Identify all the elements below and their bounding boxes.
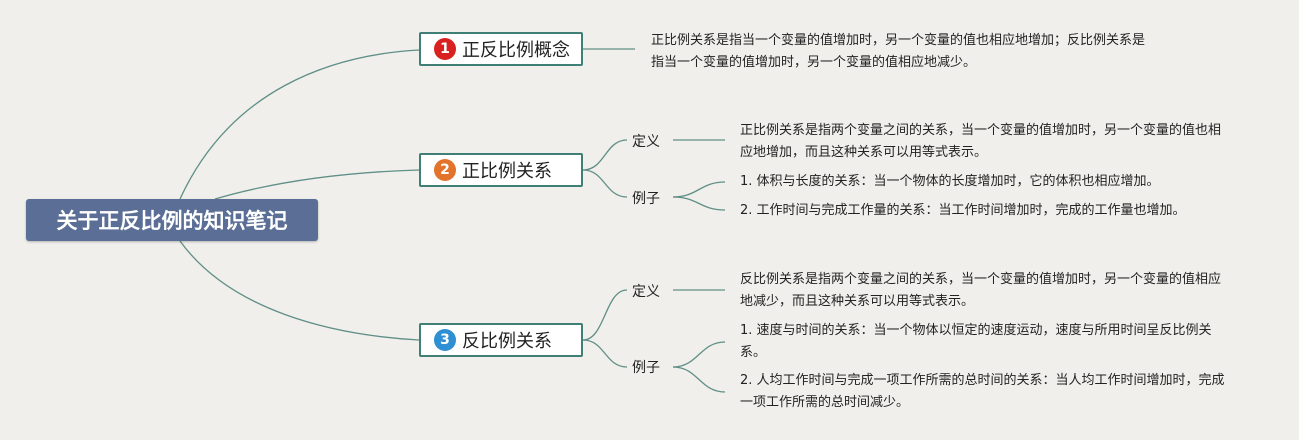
number-1-badge-icon: 1 bbox=[434, 38, 456, 60]
inverse-definition-text[interactable]: 反比例关系是指两个变量之间的关系，当一个变量的值增加时，另一个变量的值相应地减少… bbox=[740, 272, 1222, 309]
inverse-example-2[interactable]: 2. 人均工作时间与完成一项工作所需的总时间的关系：当人均工作时间增加时，完成一… bbox=[740, 373, 1225, 410]
branch-direct-proportion[interactable]: 2 正比例关系 bbox=[419, 153, 583, 187]
branch-inverse-proportion-label: 反比例关系 bbox=[462, 331, 552, 352]
branch-direct-proportion-label: 正比例关系 bbox=[462, 161, 552, 182]
link-root-branch-3 bbox=[179, 240, 420, 341]
concept-note[interactable]: 正比例关系是指当一个变量的值增加时，另一个变量的值也相应地增加；反比例关系是指当… bbox=[651, 33, 1146, 70]
inverse-definition-topic[interactable]: 定义 bbox=[632, 284, 660, 300]
link-branch-2-example-1 bbox=[672, 181, 726, 198]
branch-concept-label: 正反比例概念 bbox=[462, 40, 570, 61]
inverse-examples-topic[interactable]: 例子 bbox=[632, 360, 660, 376]
inverse-example-1[interactable]: 1. 速度与时间的关系：当一个物体以恒定的速度运动，速度与所用时间呈反比例关系。 bbox=[740, 323, 1212, 360]
direct-example-1[interactable]: 1. 体积与长度的关系：当一个物体的长度增加时，它的体积也相应增加。 bbox=[740, 174, 1160, 189]
root-topic[interactable]: 关于正反比例的知识笔记 bbox=[26, 199, 318, 241]
number-2-badge-icon: 2 bbox=[434, 159, 456, 181]
link-branch-2-example-2 bbox=[672, 196, 726, 211]
direct-definition-topic[interactable]: 定义 bbox=[632, 134, 660, 150]
branch-inverse-proportion[interactable]: 3 反比例关系 bbox=[419, 323, 583, 357]
direct-definition-text[interactable]: 正比例关系是指两个变量之间的关系，当一个变量的值增加时，另一个变量的值也相应地增… bbox=[740, 123, 1222, 160]
link-branch-3-example-2 bbox=[672, 366, 726, 393]
link-branch-3-examples bbox=[582, 339, 628, 368]
link-branch-2-definition bbox=[582, 139, 628, 171]
link-root-branch-2 bbox=[214, 169, 420, 200]
direct-example-2[interactable]: 2. 工作时间与完成工作量的关系：当工作时间增加时，完成的工作量也增加。 bbox=[740, 203, 1186, 218]
number-3-badge-icon: 3 bbox=[434, 329, 456, 351]
link-branch-2-examples bbox=[582, 169, 628, 198]
link-branch-3-definition bbox=[582, 289, 628, 341]
link-branch-3-example-1 bbox=[672, 341, 726, 368]
branch-concept[interactable]: 1 正反比例概念 bbox=[419, 32, 583, 66]
link-root-branch-1 bbox=[179, 49, 420, 200]
root-topic-label: 关于正反比例的知识笔记 bbox=[56, 209, 288, 233]
direct-examples-topic[interactable]: 例子 bbox=[632, 191, 660, 207]
